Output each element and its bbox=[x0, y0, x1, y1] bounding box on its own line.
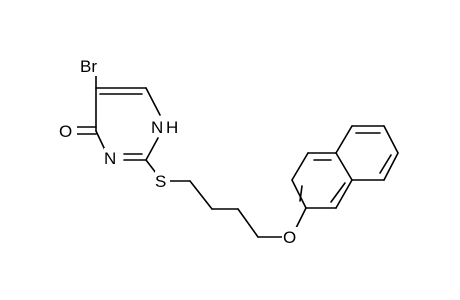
bond-naph-l1-double bbox=[299, 185, 303, 202]
atom-label-n-bottom: N bbox=[104, 149, 116, 168]
bond-naph-r3 bbox=[383, 125, 399, 154]
bond-c6-n1 bbox=[145, 87, 161, 116]
bond-o-naph bbox=[295, 207, 307, 229]
bonds bbox=[76, 74, 399, 238]
bond-ch2a-ch2b bbox=[189, 180, 213, 210]
bond-naph-l2 bbox=[291, 152, 309, 181]
atom-label-o-ether: O bbox=[283, 228, 296, 247]
bond-naph-r3-double bbox=[379, 154, 392, 174]
atom-label-s: S bbox=[155, 172, 166, 191]
atom-label-h: H bbox=[166, 118, 178, 137]
bond-naph-l1 bbox=[291, 179, 307, 209]
atom-labels: Br O N H N S O bbox=[59, 55, 300, 247]
bond-naph-r4 bbox=[383, 152, 399, 181]
bond-naph-l5-double bbox=[330, 182, 346, 203]
bond-naph-l5 bbox=[335, 179, 353, 209]
bond-naph-r1 bbox=[335, 125, 353, 154]
bond-naph-l4 bbox=[335, 152, 353, 181]
atom-label-o-carbonyl: O bbox=[59, 122, 72, 141]
atom-label-n-top: N bbox=[151, 118, 163, 137]
atom-label-br: Br bbox=[80, 57, 97, 76]
bond-ch2c-ch2d bbox=[237, 208, 259, 238]
bond-c2-s bbox=[145, 159, 157, 174]
bond-n1-c2 bbox=[145, 137, 159, 161]
